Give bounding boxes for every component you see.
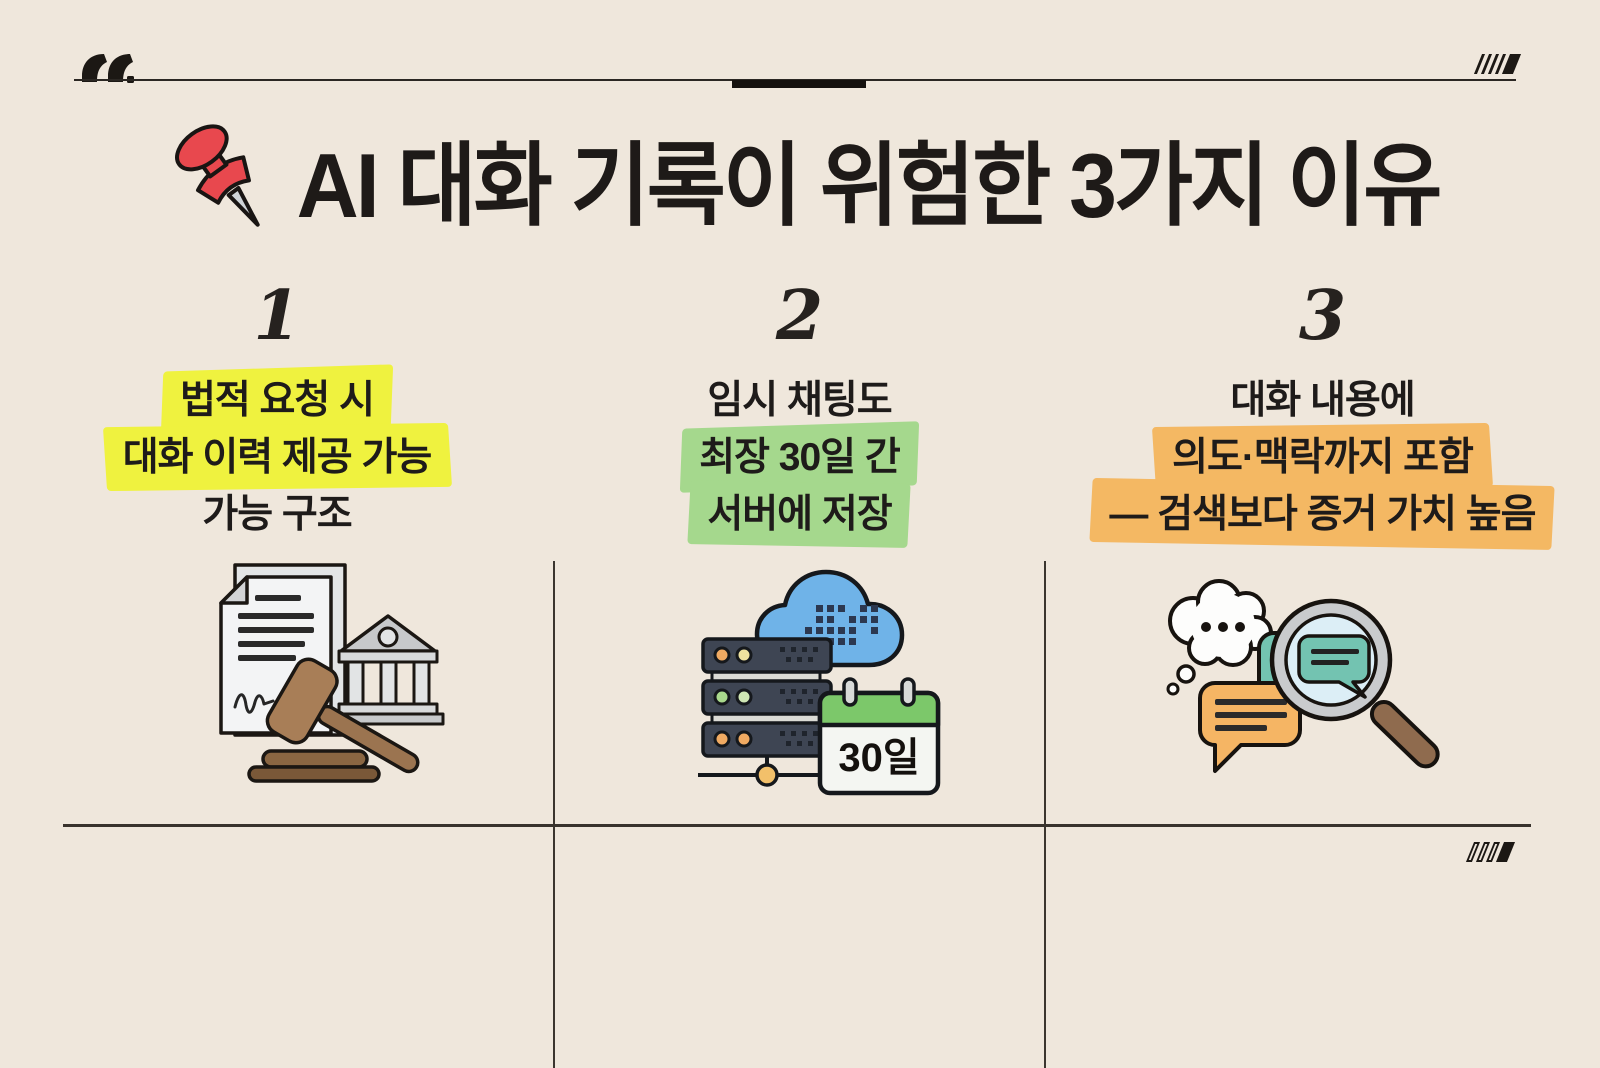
highlighted-text: 법적 요청 시 bbox=[174, 369, 380, 425]
column-number: 2 bbox=[775, 276, 824, 356]
reason-column-1: 1 법적 요청 시 대화 이력 제공 가능 가능 구조 bbox=[0, 278, 554, 805]
quote-marks-icon bbox=[82, 54, 134, 83]
column-number: 1 bbox=[253, 276, 301, 356]
reason-column-2: 2 임시 채팅도 최장 30일 간 서버에 저장 bbox=[554, 278, 1045, 805]
column-divider bbox=[553, 561, 555, 1068]
top-accent-bar bbox=[732, 80, 866, 88]
plain-text: 임시 채팅도 bbox=[707, 378, 892, 422]
column-text: 임시 채팅도 최장 30일 간 서버에 저장 bbox=[693, 368, 906, 539]
reasons-columns: 1 법적 요청 시 대화 이력 제공 가능 가능 구조 bbox=[0, 278, 1600, 1068]
highlighted-text: 서버에 저장 bbox=[701, 483, 897, 539]
column-number: 3 bbox=[1298, 276, 1347, 356]
slash-marks-icon bbox=[1465, 842, 1516, 862]
legal-document-gavel-courthouse-icon bbox=[219, 563, 445, 783]
chat-bubbles-magnifier-icon bbox=[1166, 579, 1440, 773]
infographic-canvas: AI 대화 기록이 위험한 3가지 이유 1 법적 요청 시 대화 이력 제공 … bbox=[0, 0, 1600, 893]
column-text: 법적 요청 시 대화 이력 제공 가능 가능 구조 bbox=[117, 368, 438, 539]
column-divider bbox=[1044, 561, 1046, 1068]
calendar-label: 30일 bbox=[838, 736, 919, 780]
highlighted-text: 의도·맥락까지 포함 bbox=[1166, 426, 1479, 482]
title-row: AI 대화 기록이 위험한 3가지 이유 bbox=[0, 110, 1600, 244]
highlighted-text: 대화 이력 제공 가능 bbox=[117, 426, 438, 482]
server-cloud-calendar-icon: 30일 bbox=[697, 569, 940, 796]
plain-text: 가능 구조 bbox=[202, 492, 352, 536]
column-text: 대화 내용에 의도·맥락까지 포함 — 검색보다 증거 가치 높음 bbox=[1103, 368, 1541, 539]
plain-text: 대화 내용에 bbox=[1230, 378, 1415, 422]
slash-marks-icon bbox=[1473, 54, 1522, 74]
reason-column-3: 3 대화 내용에 의도·맥락까지 포함 — 검색보다 증거 가치 높음 bbox=[1045, 278, 1600, 805]
highlighted-text: 최장 30일 간 bbox=[693, 426, 906, 482]
highlighted-text: — 검색보다 증거 가치 높음 bbox=[1103, 483, 1541, 539]
pushpin-icon bbox=[174, 124, 260, 227]
bottom-divider-line bbox=[63, 824, 1531, 827]
page-title: AI 대화 기록이 위험한 3가지 이유 bbox=[296, 135, 1443, 237]
